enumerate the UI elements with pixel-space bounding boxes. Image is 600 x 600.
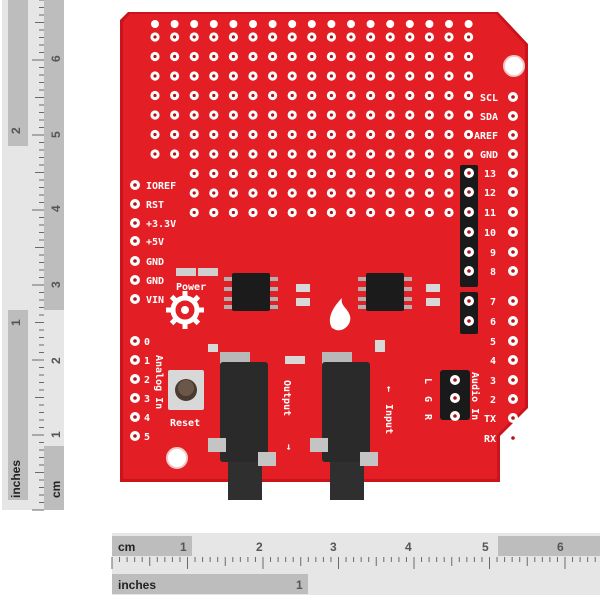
pin-label-vin: VIN [146,295,164,306]
left-inch-2: 2 [9,127,23,134]
pin-label-11: 11 [484,208,496,219]
lgr-label-l: L [422,378,433,384]
proto-pad [366,20,375,28]
pin-label-9: 9 [490,248,496,259]
proto-pad [288,20,297,28]
pin-label-3v3: +3.3V [146,219,176,230]
flame-icon [329,298,351,331]
pin-label-gnd-2: GND [146,276,164,287]
bottom-cm-2: 2 [256,540,263,554]
bottom-ruler-cm-label: cm [118,540,135,554]
proto-pad [464,20,473,28]
mount-hole-top-right [503,55,525,77]
proto-pad [307,20,316,28]
pin-label-13: 13 [484,169,496,180]
pin-label-2: 2 [490,395,496,406]
left-cm-2: 2 [49,357,63,364]
analog-label-5: 5 [144,432,150,443]
pin-label-8: 8 [490,267,496,278]
left-cm-6: 6 [49,55,63,62]
passive-components [176,268,440,364]
output-label: Output [281,380,292,416]
pin-label-5v: +5V [146,237,164,248]
analog-pin-labels: 0 1 2 3 4 5 [144,337,150,443]
lgr-label-r: R [422,414,433,421]
input-label: Input [383,404,394,434]
power-label: Power [176,282,206,293]
left-pin-labels: IOREF RST +3.3V +5V GND GND VIN [146,181,176,306]
pin-label-6: 6 [490,317,496,328]
lgr-label-g: G [422,396,433,402]
pin-label-10: 10 [484,228,496,239]
pin-label-rx: RX [484,434,496,445]
proto-pad [386,20,395,28]
output-arrow-icon: → [283,444,294,450]
proto-pad [405,20,414,28]
input-jack [310,352,378,500]
chip-right [358,273,412,311]
proto-pad [327,20,336,28]
proto-pad [268,20,277,28]
left-inch-1: 1 [9,319,23,326]
proto-pad [445,20,453,28]
pin-label-sda: SDA [480,112,498,123]
pin-label-scl: SCL [480,93,498,104]
audio-in-label: Audio In [469,372,481,420]
bottom-cm-6: 6 [557,540,564,554]
proto-pad [249,20,257,28]
proto-pad [425,20,434,28]
analog-label-2: 2 [144,375,150,386]
right-top-pin-labels: SCL SDA AREF GND 13 12 11 10 9 8 [474,93,498,278]
left-cm-3: 3 [49,281,63,288]
bottom-ruler: cm inches 1 2 3 4 5 6 1 [111,533,600,595]
left-ruler: inches cm 6 5 4 3 2 1 2 1 [2,0,64,511]
pin-label-3: 3 [490,376,496,387]
analog-label-0: 0 [144,337,150,348]
pin-label-12: 12 [484,188,496,199]
pin-label-ioref: IOREF [146,181,176,192]
proto-pad [190,20,199,28]
proto-pad [170,20,179,28]
analog-label-3: 3 [144,394,150,405]
chip-left [224,273,278,311]
left-cm-4: 4 [49,205,63,212]
pin-label-5: 5 [490,337,496,348]
analog-in-label: Analog In [153,355,164,409]
pin-label-rst: RST [146,200,164,211]
left-cm-1: 1 [49,431,63,438]
left-ruler-inches-label: inches [9,460,23,498]
left-ruler-cm-label: cm [49,481,63,498]
pin-label-aref: AREF [474,131,498,142]
proto-pad [347,20,355,28]
gear-icon [166,291,204,329]
input-arrow-icon: ← [383,386,394,392]
pin-label-gnd-1: GND [146,257,164,268]
proto-grid [150,20,474,218]
reset-button[interactable] [168,370,204,410]
left-cm-5: 5 [49,131,63,138]
bottom-cm-5: 5 [482,540,489,554]
right-bottom-pin-labels: 7 6 5 4 3 2 TX RX [484,297,496,445]
mount-hole-bottom-left [166,447,188,469]
bottom-inch-1: 1 [296,578,303,592]
bottom-ruler-inches-label: inches [118,578,156,592]
bottom-cm-1: 1 [180,540,187,554]
proto-pad [209,20,218,28]
proto-pad [151,20,159,28]
analog-label-1: 1 [144,356,150,367]
proto-pad [229,20,238,28]
pin-label-tx: TX [484,414,496,425]
reset-label: Reset [170,418,200,429]
pin-label-4: 4 [490,356,496,367]
output-jack [208,352,276,500]
header-top [460,165,478,287]
analog-label-4: 4 [144,413,150,424]
pin-label-7: 7 [490,297,496,308]
bottom-cm-4: 4 [405,540,412,554]
bottom-cm-3: 3 [330,540,337,554]
pin-label-gnd-3: GND [480,150,498,161]
